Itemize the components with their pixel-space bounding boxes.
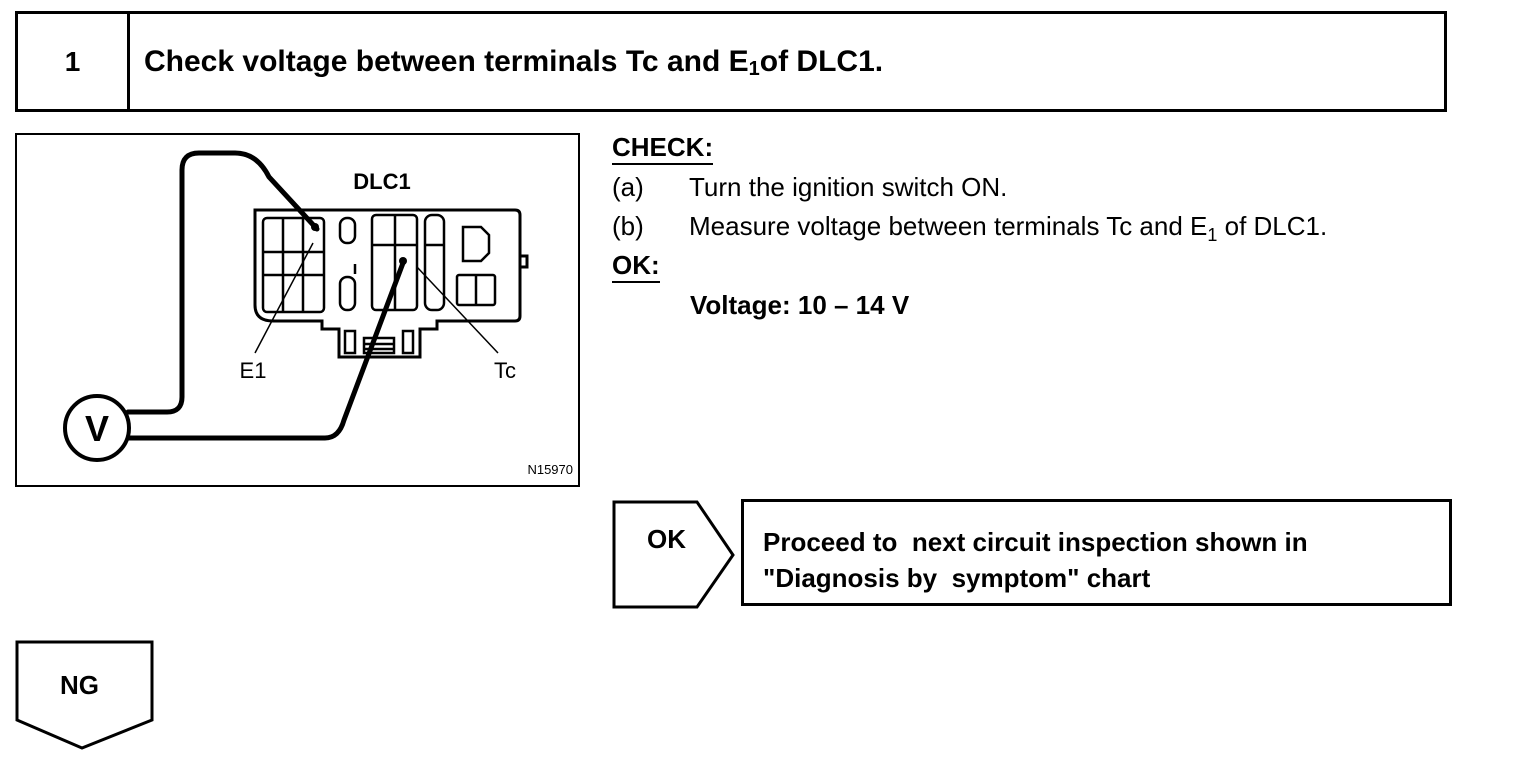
right-side-features (455, 225, 497, 307)
check-step-b: (b) Measure voltage between terminals Tc … (612, 211, 1328, 245)
step-title-prefix: Check voltage between terminals Tc and E (144, 44, 749, 78)
e1-leader-line (254, 242, 314, 354)
figure-code: N15970 (527, 462, 573, 477)
middle-cavities (338, 216, 357, 312)
connector-label: DLC1 (353, 169, 410, 194)
dlc1-diagram: V DLC1 E1 Tc N15970 (63, 150, 573, 477)
terminal-tc-label: Tc (494, 358, 516, 383)
connector-tab (520, 254, 529, 269)
left-cavity-block (261, 216, 326, 314)
ng-label: NG (60, 670, 99, 700)
check-step-b-letter: (b) (612, 211, 644, 241)
step-header: 1 Check voltage between terminals Tc and… (15, 11, 1447, 112)
connector-body (253, 208, 522, 359)
check-step-b-subscript: 1 (1207, 225, 1218, 245)
voltmeter-icon (63, 394, 131, 462)
ng-arrow-shape (15, 640, 154, 750)
check-step-a-letter: (a) (612, 172, 644, 202)
wiring-figure: V DLC1 E1 Tc N15970 (15, 133, 580, 487)
ok-result-line-2: "Diagnosis by symptom" chart (763, 563, 1151, 593)
check-step-b-text-prefix: Measure voltage between terminals Tc and… (689, 211, 1208, 241)
check-heading: CHECK: (612, 132, 714, 165)
ok-result-line-1: Proceed to next circuit inspection shown… (763, 527, 1308, 557)
step-number: 1 (18, 14, 130, 109)
ok-spec-value: Voltage: 10 – 14 V (690, 290, 910, 320)
check-step-b-text-suffix: of DLC1. (1217, 211, 1328, 241)
ok-result-box: Proceed to next circuit inspection shown… (741, 499, 1452, 606)
step-title: Check voltage between terminals Tc and E… (144, 14, 883, 109)
right-cavity-block (370, 213, 446, 312)
e1-probe-tip (311, 223, 319, 231)
step-title-suffix: of DLC1. (759, 44, 884, 78)
ok-arrow-shape (612, 500, 735, 609)
ok-heading: OK: (612, 250, 660, 283)
step-title-subscript: 1 (748, 58, 760, 80)
e1-probe-lead (125, 150, 320, 415)
tc-probe-lead (125, 260, 406, 441)
check-step-a: (a) Turn the ignition switch ON. (612, 172, 1007, 202)
terminal-e1-label: E1 (240, 358, 267, 383)
voltmeter-label: V (85, 408, 109, 449)
ok-label: OK (647, 524, 686, 554)
check-step-a-text: Turn the ignition switch ON. (689, 172, 1008, 202)
tc-leader-line (416, 266, 499, 354)
connector-key (343, 329, 415, 355)
tc-probe-tip (399, 257, 407, 265)
